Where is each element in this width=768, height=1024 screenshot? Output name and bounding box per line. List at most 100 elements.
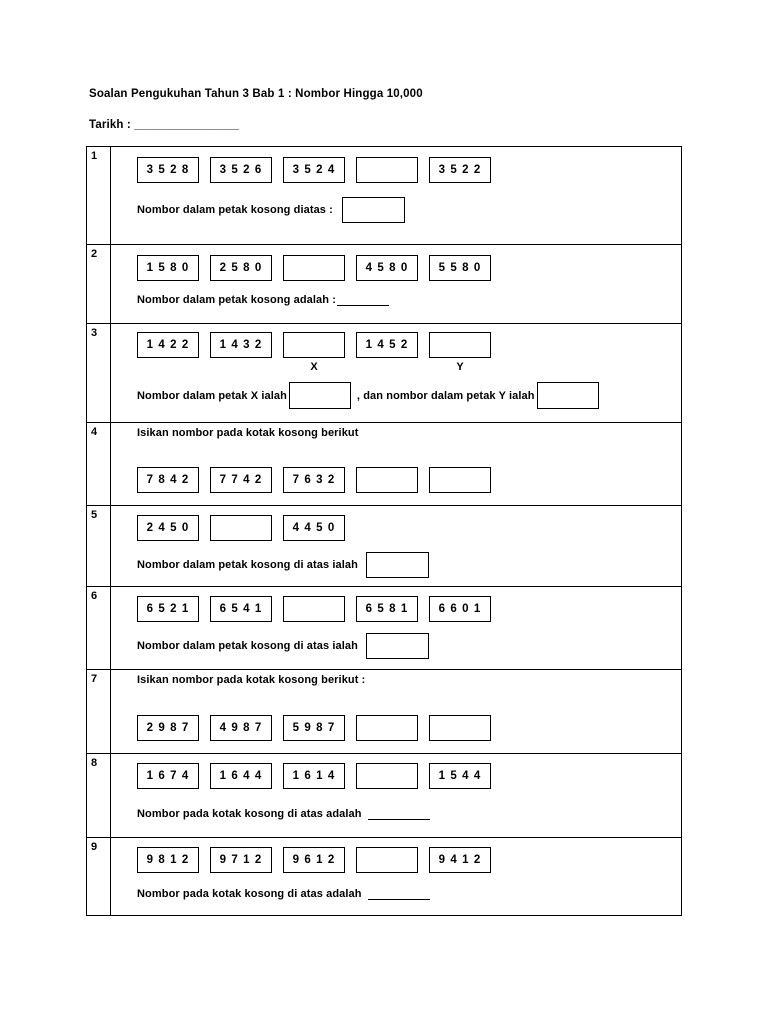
question-body: 9 8 1 2 9 7 1 2 9 6 1 2 9 4 1 2 Nombor p…: [111, 838, 681, 915]
answer-box[interactable]: [365, 552, 429, 578]
sequence-blank-box[interactable]: [210, 515, 272, 541]
answer-blank[interactable]: [337, 294, 389, 306]
answer-prompt: Nombor dalam petak kosong di atas ialah: [137, 559, 358, 571]
sequence-box: 6 5 8 1: [356, 596, 418, 622]
question-number: 8: [87, 754, 111, 837]
answer-prompt-x: Nombor dalam petak X ialah: [137, 389, 287, 402]
sequence-box: 2 4 5 0: [137, 515, 199, 541]
sequence-blank-box[interactable]: [356, 847, 418, 873]
sequence-box: 1 6 7 4: [137, 763, 199, 789]
question-row: 5 2 4 5 0 4 4 5 0 Nombor dalam petak kos…: [87, 506, 681, 587]
answer-blank[interactable]: [367, 808, 430, 820]
question-row: 4 Isikan nombor pada kotak kosong beriku…: [87, 423, 681, 506]
question-number: 2: [87, 245, 111, 323]
question-body: 2 4 5 0 4 4 5 0 Nombor dalam petak koson…: [111, 506, 681, 586]
questions-table: 1 3 5 2 8 3 5 2 6 3 5 2 4 3 5 2 2 Nombor…: [86, 146, 682, 916]
question-number: 9: [87, 838, 111, 915]
answer-prompt: Nombor dalam petak kosong di atas ialah: [137, 640, 358, 652]
question-number: 5: [87, 506, 111, 586]
answer-prompt-y: , dan nombor dalam petak Y ialah: [356, 389, 535, 402]
sequence-box: 3 5 2 8: [137, 157, 199, 183]
question-row: 7 Isikan nombor pada kotak kosong beriku…: [87, 670, 681, 754]
sequence-box: 6 5 4 1: [210, 596, 272, 622]
number-sequence: 3 5 2 8 3 5 2 6 3 5 2 4 3 5 2 2: [137, 157, 491, 183]
sequence-box: 9 6 1 2: [283, 847, 345, 873]
answer-box-y[interactable]: [536, 382, 599, 409]
answer-prompt: Nombor pada kotak kosong di atas adalah: [137, 888, 362, 900]
answer-line: Nombor dalam petak X ialah , dan nombor …: [137, 382, 599, 409]
question-row: 3 1 4 2 2 1 4 3 2 1 4 5 2 X Y Nombor dal…: [87, 324, 681, 423]
page-title: Soalan Pengukuhan Tahun 3 Bab 1 : Nombor…: [89, 88, 423, 100]
question-body: Isikan nombor pada kotak kosong berikut …: [111, 423, 681, 505]
sequence-blank-box[interactable]: [429, 715, 491, 741]
question-body: 6 5 2 1 6 5 4 1 6 5 8 1 6 6 0 1 Nombor d…: [111, 587, 681, 669]
answer-box-x[interactable]: [288, 382, 351, 409]
question-instruction: Isikan nombor pada kotak kosong berikut: [137, 427, 359, 439]
answer-line: Nombor dalam petak kosong di atas ialah: [137, 633, 429, 659]
sequence-blank-box[interactable]: [429, 467, 491, 493]
number-sequence: 2 9 8 7 4 9 8 7 5 9 8 7: [137, 715, 491, 741]
question-number: 4: [87, 423, 111, 505]
sequence-blank-box[interactable]: [283, 255, 345, 281]
sequence-blank-box[interactable]: [283, 596, 345, 622]
sequence-box: 3 5 2 4: [283, 157, 345, 183]
sequence-blank-box[interactable]: [356, 157, 418, 183]
sequence-box: 6 6 0 1: [429, 596, 491, 622]
sequence-box: 9 4 1 2: [429, 847, 491, 873]
question-body: Isikan nombor pada kotak kosong berikut …: [111, 670, 681, 753]
number-sequence: 9 8 1 2 9 7 1 2 9 6 1 2 9 4 1 2: [137, 847, 491, 873]
answer-blank[interactable]: [367, 888, 430, 900]
question-row: 2 1 5 8 0 2 5 8 0 4 5 8 0 5 5 8 0 Nombor…: [87, 245, 681, 324]
sequence-box: 7 8 4 2: [137, 467, 199, 493]
question-number: 3: [87, 324, 111, 422]
sequence-blank-box-y[interactable]: [429, 332, 491, 358]
question-body: 1 6 7 4 1 6 4 4 1 6 1 4 1 5 4 4 Nombor p…: [111, 754, 681, 837]
sequence-box: 1 6 1 4: [283, 763, 345, 789]
sequence-box: 2 9 8 7: [137, 715, 199, 741]
question-body: 1 5 8 0 2 5 8 0 4 5 8 0 5 5 8 0 Nombor d…: [111, 245, 681, 323]
sequence-box: 1 5 4 4: [429, 763, 491, 789]
sequence-box: 3 5 2 2: [429, 157, 491, 183]
question-row: 1 3 5 2 8 3 5 2 6 3 5 2 4 3 5 2 2 Nombor…: [87, 147, 681, 245]
number-sequence: 1 5 8 0 2 5 8 0 4 5 8 0 5 5 8 0: [137, 255, 491, 281]
answer-prompt: Nombor dalam petak kosong adalah :: [137, 294, 336, 306]
question-row: 6 6 5 2 1 6 5 4 1 6 5 8 1 6 6 0 1 Nombor…: [87, 587, 681, 670]
sequence-box: 5 5 8 0: [429, 255, 491, 281]
sequence-blank-box[interactable]: [356, 467, 418, 493]
question-row: 9 9 8 1 2 9 7 1 2 9 6 1 2 9 4 1 2 Nombor…: [87, 838, 681, 916]
question-number: 1: [87, 147, 111, 244]
sequence-box: 2 5 8 0: [210, 255, 272, 281]
sequence-box: 9 7 1 2: [210, 847, 272, 873]
sequence-box: 1 4 5 2: [356, 332, 418, 358]
question-number: 6: [87, 587, 111, 669]
answer-line: Nombor dalam petak kosong diatas :: [137, 197, 405, 223]
answer-line: Nombor pada kotak kosong di atas adalah: [137, 888, 430, 900]
answer-line: Nombor dalam petak kosong adalah :: [137, 294, 389, 306]
answer-prompt: Nombor pada kotak kosong di atas adalah: [137, 808, 362, 820]
question-instruction: Isikan nombor pada kotak kosong berikut …: [137, 674, 366, 686]
sequence-box: 1 6 4 4: [210, 763, 272, 789]
sequence-box: 4 4 5 0: [283, 515, 345, 541]
marker-label-x: X: [310, 361, 318, 373]
sequence-blank-box[interactable]: [356, 763, 418, 789]
sequence-box: 1 4 3 2: [210, 332, 272, 358]
question-body: 1 4 2 2 1 4 3 2 1 4 5 2 X Y Nombor dalam…: [111, 324, 681, 422]
sequence-box: 5 9 8 7: [283, 715, 345, 741]
sequence-box: 4 5 8 0: [356, 255, 418, 281]
answer-line: Nombor dalam petak kosong di atas ialah: [137, 552, 429, 578]
sequence-blank-box-x[interactable]: [283, 332, 345, 358]
number-sequence: 1 6 7 4 1 6 4 4 1 6 1 4 1 5 4 4: [137, 763, 491, 789]
answer-line: Nombor pada kotak kosong di atas adalah: [137, 808, 430, 820]
sequence-box: 9 8 1 2: [137, 847, 199, 873]
sequence-box: 1 5 8 0: [137, 255, 199, 281]
question-body: 3 5 2 8 3 5 2 6 3 5 2 4 3 5 2 2 Nombor d…: [111, 147, 681, 244]
answer-box[interactable]: [365, 633, 429, 659]
sequence-blank-box[interactable]: [356, 715, 418, 741]
sequence-box: 3 5 2 6: [210, 157, 272, 183]
sequence-box: 6 5 2 1: [137, 596, 199, 622]
number-sequence: 6 5 2 1 6 5 4 1 6 5 8 1 6 6 0 1: [137, 596, 491, 622]
answer-box[interactable]: [341, 197, 405, 223]
sequence-box: 1 4 2 2: [137, 332, 199, 358]
marker-label-y: Y: [456, 361, 464, 373]
